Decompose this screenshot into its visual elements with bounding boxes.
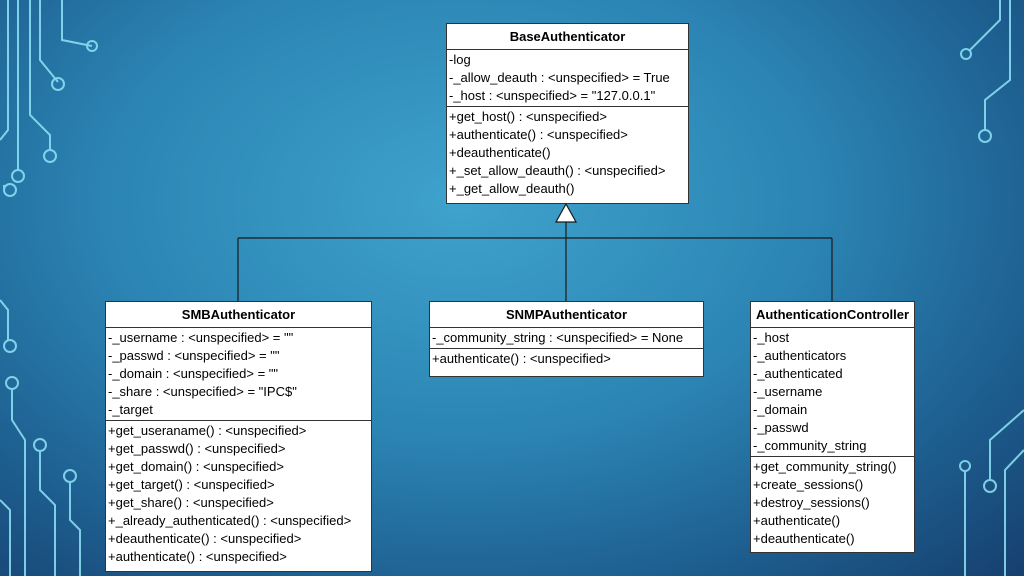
- method-line: +get_useraname() : <unspecified>: [108, 423, 307, 438]
- class-name: SMBAuthenticator: [106, 302, 371, 328]
- method-line: +create_sessions(): [753, 477, 864, 492]
- attribute-line: -_domain : <unspecified> = "": [108, 366, 279, 381]
- class-methods: +get_useraname() : <unspecified> +get_pa…: [106, 420, 371, 567]
- attribute-line: -_target: [108, 402, 153, 417]
- class-authentication-controller: AuthenticationController -_host -_authen…: [750, 301, 915, 553]
- method-line: +get_community_string(): [753, 459, 897, 474]
- attribute-line: -_passwd : <unspecified> = "": [108, 348, 280, 363]
- method-line: +get_domain() : <unspecified>: [108, 459, 284, 474]
- method-line: +_get_allow_deauth(): [449, 181, 575, 196]
- method-line: +authenticate() : <unspecified>: [108, 549, 287, 564]
- class-attributes: -log -_allow_deauth : <unspecified> = Tr…: [447, 50, 688, 106]
- attribute-line: -_community_string : <unspecified> = Non…: [432, 330, 684, 345]
- class-attributes: -_host -_authenticators -_authenticated …: [751, 328, 914, 456]
- method-line: +get_target() : <unspecified>: [108, 477, 275, 492]
- attribute-line: -_host : <unspecified> = "127.0.0.1": [449, 88, 656, 103]
- class-base-authenticator: BaseAuthenticator -log -_allow_deauth : …: [446, 23, 689, 204]
- class-name: SNMPAuthenticator: [430, 302, 703, 328]
- attribute-line: -_passwd: [753, 420, 809, 435]
- class-methods: +authenticate() : <unspecified>: [430, 348, 703, 369]
- method-line: +_already_authenticated() : <unspecified…: [108, 513, 352, 528]
- class-methods: +get_host() : <unspecified> +authenticat…: [447, 106, 688, 199]
- attribute-line: -_community_string: [753, 438, 867, 453]
- attribute-line: -_domain: [753, 402, 808, 417]
- method-line: +get_passwd() : <unspecified>: [108, 441, 286, 456]
- attribute-line: -_username : <unspecified> = "": [108, 330, 294, 345]
- class-name: AuthenticationController: [751, 302, 914, 328]
- method-line: +authenticate() : <unspecified>: [449, 127, 628, 142]
- attribute-line: -_authenticated: [753, 366, 843, 381]
- attribute-line: -_authenticators: [753, 348, 847, 363]
- class-name: BaseAuthenticator: [447, 24, 688, 50]
- method-line: +destroy_sessions(): [753, 495, 870, 510]
- method-line: +authenticate(): [753, 513, 841, 528]
- method-line: +deauthenticate(): [753, 531, 855, 546]
- attribute-line: -_username: [753, 384, 823, 399]
- attribute-line: -_host: [753, 330, 790, 345]
- method-line: +deauthenticate(): [449, 145, 551, 160]
- attribute-line: -_allow_deauth : <unspecified> = True: [449, 70, 670, 85]
- method-line: +get_host() : <unspecified>: [449, 109, 607, 124]
- method-line: +get_share() : <unspecified>: [108, 495, 274, 510]
- attribute-line: -log: [449, 52, 471, 67]
- class-attributes: -_community_string : <unspecified> = Non…: [430, 328, 703, 348]
- attribute-line: -_share : <unspecified> = "IPC$": [108, 384, 297, 399]
- method-line: +_set_allow_deauth() : <unspecified>: [449, 163, 666, 178]
- inheritance-arrowhead: [554, 202, 578, 223]
- method-line: +deauthenticate() : <unspecified>: [108, 531, 302, 546]
- method-line: +authenticate() : <unspecified>: [432, 351, 611, 366]
- class-snmp-authenticator: SNMPAuthenticator -_community_string : <…: [429, 301, 704, 377]
- class-attributes: -_username : <unspecified> = "" -_passwd…: [106, 328, 371, 420]
- class-smb-authenticator: SMBAuthenticator -_username : <unspecifi…: [105, 301, 372, 572]
- class-methods: +get_community_string() +create_sessions…: [751, 456, 914, 549]
